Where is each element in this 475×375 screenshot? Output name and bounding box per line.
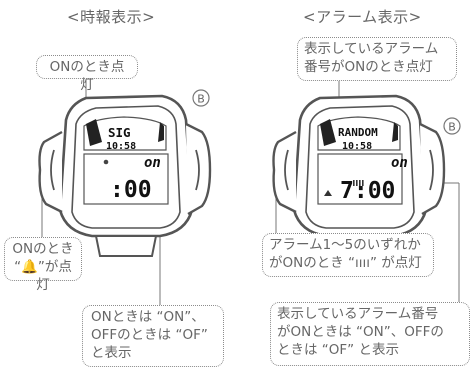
left-lcd-time-small: 10:58	[106, 141, 136, 152]
right-heading: <アラーム表示>	[303, 8, 422, 26]
right-callout-bars-line1: アラーム1～5のいずれか	[269, 237, 421, 253]
left-lcd-main: :00	[110, 177, 152, 203]
left-button-b-label: B	[197, 93, 205, 106]
right-lcd-top: RANDOM	[338, 126, 378, 139]
right-callout-on-line2: がONときは “ON”、OFFの	[277, 324, 444, 340]
left-watch: SIG 10:58 on :00 B	[38, 89, 212, 257]
right-button-b-label: B	[448, 121, 456, 134]
right-alarm-number-indicator	[320, 119, 336, 146]
right-pm-indicator	[324, 190, 332, 196]
right-callout-bars: アラーム1～5のいずれか がONのとき “ıııı” が点灯	[262, 233, 434, 277]
left-lcd-on: on	[144, 155, 161, 171]
left-callout-on-line3: と表示	[91, 345, 132, 361]
left-callout-on-line2: OFFのときは “OF”	[91, 327, 208, 343]
right-callout-on: 表示しているアラーム番号 がONときは “ON”、OFFの ときは “OF” と…	[270, 302, 470, 366]
right-watch-lug-right	[419, 122, 446, 216]
left-callout-top: ONのとき点灯	[36, 55, 138, 93]
left-button-b-marker	[192, 89, 210, 107]
left-signal-indicator	[86, 119, 102, 146]
right-alarm-bars-indicator	[353, 180, 364, 186]
right-callout-top-line1: 表示しているアラーム	[304, 41, 439, 57]
left-bell-indicator	[103, 159, 109, 165]
right-lcd-time-small: 10:58	[342, 141, 372, 152]
right-callout-on-line1: 表示しているアラーム番号	[277, 306, 439, 322]
left-callout-bell-line1: ONのとき	[12, 241, 74, 257]
left-heading: <時報表示>	[67, 8, 156, 26]
left-watch-lower-window	[83, 153, 169, 205]
left-callout-top-text: ONのとき点灯	[49, 59, 125, 93]
right-callout-top-line2: 番号がONのとき点灯	[304, 59, 433, 75]
right-callout-top: 表示しているアラーム 番号がONのとき点灯	[297, 37, 457, 81]
left-callout-bell: ONのとき “🔔”が点灯	[4, 237, 82, 293]
right-lcd-main: 7:00	[340, 178, 395, 204]
right-watch-lower-window	[317, 153, 403, 205]
left-watch-bottom-button	[94, 235, 158, 257]
right-lcd-on: on	[391, 155, 408, 171]
right-callout-bars-line2: がONのとき “ıııı” が点灯	[269, 255, 422, 271]
left-callout-on-line1: ONときは “ON”、	[91, 309, 205, 325]
right-callout-on-line3: ときは “OF” と表示	[277, 342, 399, 358]
right-button-b-marker	[443, 117, 461, 135]
right-watch: RANDOM 10:58 on 7:00 B	[272, 94, 461, 257]
left-watch-lug-right	[185, 122, 212, 216]
left-callout-on: ONときは “ON”、 OFFのときは “OF” と表示	[82, 305, 224, 367]
left-callout-bell-line2: “🔔”が点灯	[14, 259, 72, 293]
left-lcd-top: SIG	[108, 125, 131, 140]
